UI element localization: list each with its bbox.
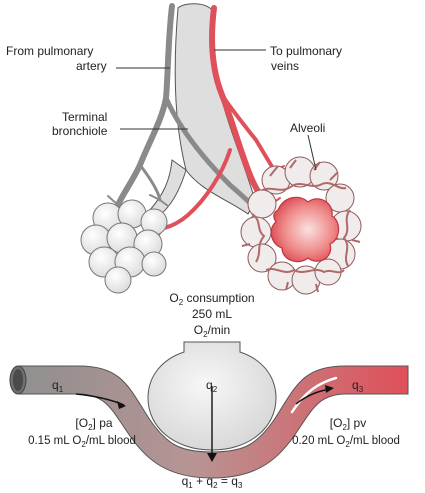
terminal-bronchiole-label: Terminal	[62, 110, 107, 124]
q1-arrowhead	[117, 401, 126, 409]
q2-arrowhead	[207, 453, 217, 462]
q2-label: q2	[206, 378, 218, 394]
arterial-o2-value: 0.15 mL O2/mL blood	[28, 435, 136, 449]
o2-consumption-title: O2 consumption	[169, 291, 254, 307]
flow-balance-equation: q1 + q2 = q3	[182, 474, 243, 490]
leader-lines	[116, 49, 317, 171]
to-pulmonary-veins-label-line2: veins	[271, 59, 299, 73]
alveolar-sac-cluster-left	[80, 199, 168, 294]
from-pulmonary-artery-label: From pulmonary	[6, 44, 93, 58]
q3-arrowhead	[325, 385, 334, 393]
from-pulmonary-artery-label-line2: artery	[76, 59, 107, 73]
o2-consumption-amount: 250 mL	[192, 307, 232, 321]
venous-o2-value: 0.20 mL O2/mL blood	[292, 435, 400, 449]
alveoli-label: Alveoli	[290, 121, 325, 135]
arterial-o2-label: [O2] pa	[75, 416, 112, 432]
venous-o2-label: [O2] pv	[330, 416, 366, 432]
terminal-bronchiole-label-line2: bronchiole	[52, 124, 108, 138]
blood-flow-tube	[9, 365, 409, 479]
to-pulmonary-veins-label: To pulmonary	[270, 44, 342, 58]
o2-consumption-rate: O2/min	[194, 323, 230, 339]
q1-label: q1	[52, 378, 64, 394]
alveoli-capillary-cluster	[240, 156, 362, 295]
q3-label: q3	[352, 378, 364, 394]
